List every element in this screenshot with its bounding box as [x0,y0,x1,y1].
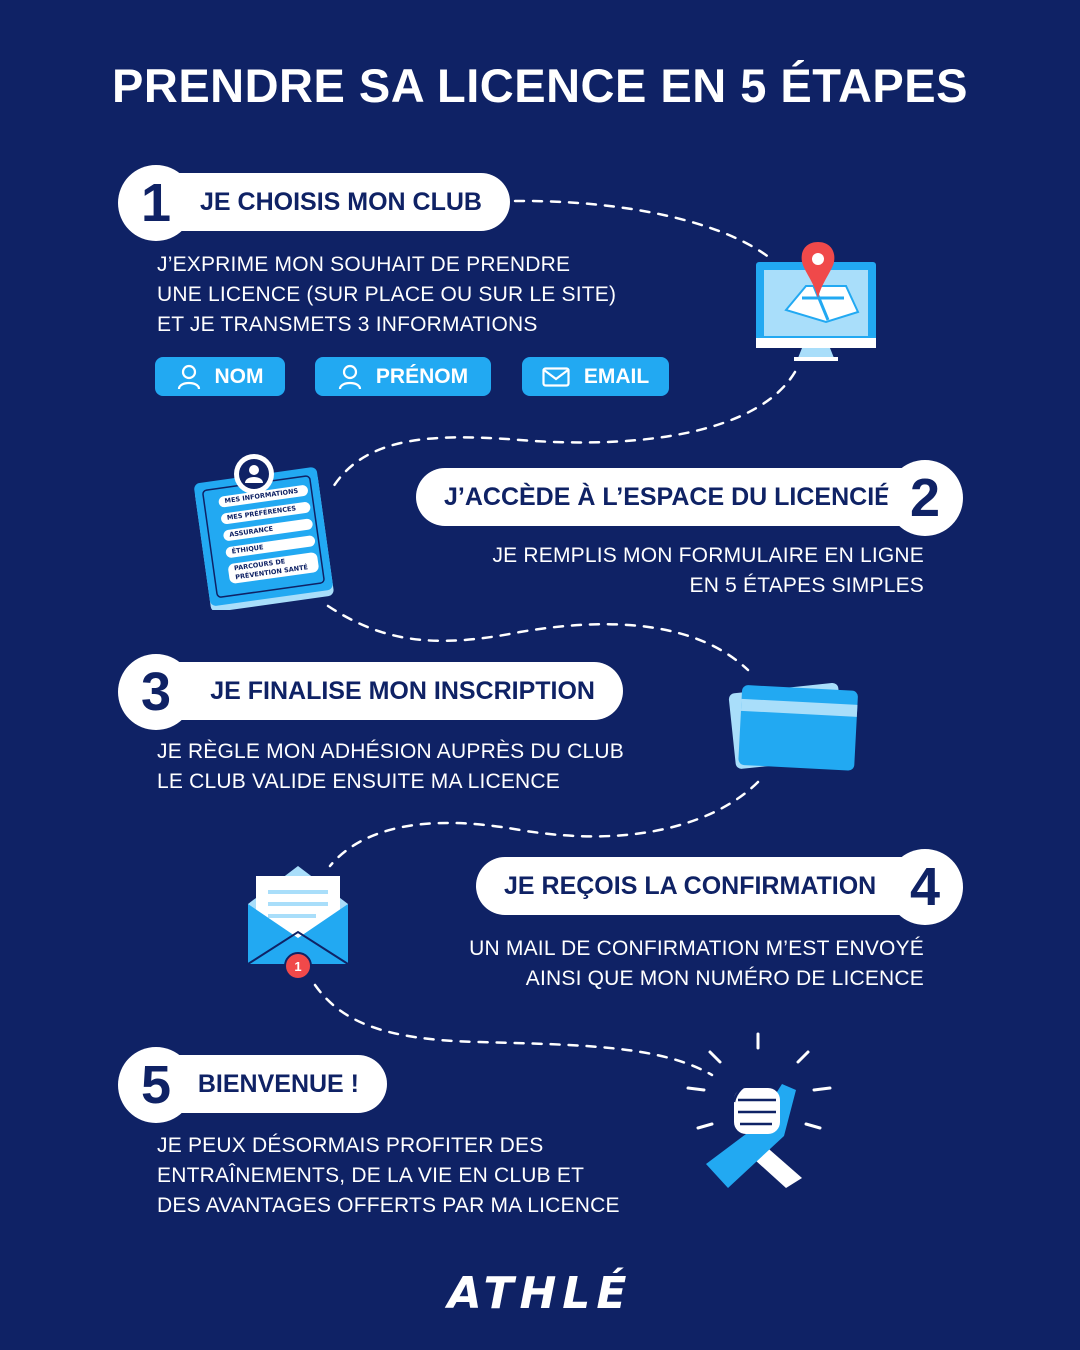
computer-map-pin-icon [756,242,876,361]
step-1-title: JE CHOISIS MON CLUB [200,187,482,216]
step-5-number-badge: 5 [118,1047,194,1123]
handshake-icon [686,1032,832,1188]
step-1-description: J’EXPRIME MON SOUHAIT DE PRENDRE UNE LIC… [157,250,616,340]
athle-logo: ATHLÉ [447,1268,633,1319]
credit-card-icon [728,682,858,771]
step-5-line: JE PEUX DÉSORMAIS PROFITER DES [157,1134,544,1157]
chip-label: NOM [214,364,264,388]
step-2-description: JE REMPLIS MON FORMULAIRE EN LIGNE EN 5 … [492,541,924,601]
step-4-line: UN MAIL DE CONFIRMATION M’EST ENVOYÉ [469,937,924,960]
step-3-line: LE CLUB VALIDE ENSUITE MA LICENCE [157,770,560,793]
step-2-header: J’ACCÈDE À L’ESPACE DU LICENCIÉ [416,468,932,526]
form-clipboard-icon: MES INFORMATIONS MES PRÉFÉRENCES ASSURAN… [188,450,348,610]
step-1-line: J’EXPRIME MON SOUHAIT DE PRENDRE [157,253,571,276]
step-5-line: DES AVANTAGES OFFERTS PAR MA LICENCE [157,1194,620,1217]
step-1-number-badge: 1 [118,165,194,241]
step-3-header: JE FINALISE MON INSCRIPTION [150,662,623,720]
mail-count-badge: 1 [284,952,312,980]
chip-nom: NOM [155,357,285,396]
step-3-description: JE RÈGLE MON ADHÉSION AUPRÈS DU CLUB LE … [157,737,624,797]
step-4-title: JE REÇOIS LA CONFIRMATION [504,871,877,900]
chip-label: EMAIL [583,364,650,388]
step-4-description: UN MAIL DE CONFIRMATION M’EST ENVOYÉ AIN… [469,934,924,994]
step-5-description: JE PEUX DÉSORMAIS PROFITER DES ENTRAÎNEM… [157,1131,620,1221]
user-icon [338,364,362,389]
step-3-line: JE RÈGLE MON ADHÉSION AUPRÈS DU CLUB [157,740,624,763]
step-1-line: UNE LICENCE (SUR PLACE OU SUR LE SITE) [157,283,617,306]
step-2-line: JE REMPLIS MON FORMULAIRE EN LIGNE [492,544,924,567]
step-1-header: JE CHOISIS MON CLUB [150,173,510,231]
user-icon [177,364,200,389]
envelope-icon [542,366,570,387]
step-1-line: ET JE TRANSMETS 3 INFORMATIONS [157,313,538,336]
chip-prenom: PRÉNOM [315,357,491,396]
step-4-line: AINSI QUE MON NUMÉRO DE LICENCE [525,967,924,990]
chip-label: PRÉNOM [375,364,469,388]
step-2-title: J’ACCÈDE À L’ESPACE DU LICENCIÉ [444,482,891,511]
mail-notification-icon: 1 [246,864,350,980]
step-4-header: JE REÇOIS LA CONFIRMATION [476,857,932,915]
step-2-line: EN 5 ÉTAPES SIMPLES [689,574,924,597]
step-3-title: JE FINALISE MON INSCRIPTION [210,676,595,705]
step-4-number-badge: 4 [887,849,963,925]
step-2-number-badge: 2 [887,460,963,536]
chip-email: EMAIL [522,357,669,396]
step-3-number-badge: 3 [118,654,194,730]
page-title: PRENDRE SA LICENCE EN 5 ÉTAPES [112,59,968,112]
step-5-line: ENTRAÎNEMENTS, DE LA VIE EN CLUB ET [157,1164,585,1187]
step-5-title: BIENVENUE ! [197,1069,359,1098]
